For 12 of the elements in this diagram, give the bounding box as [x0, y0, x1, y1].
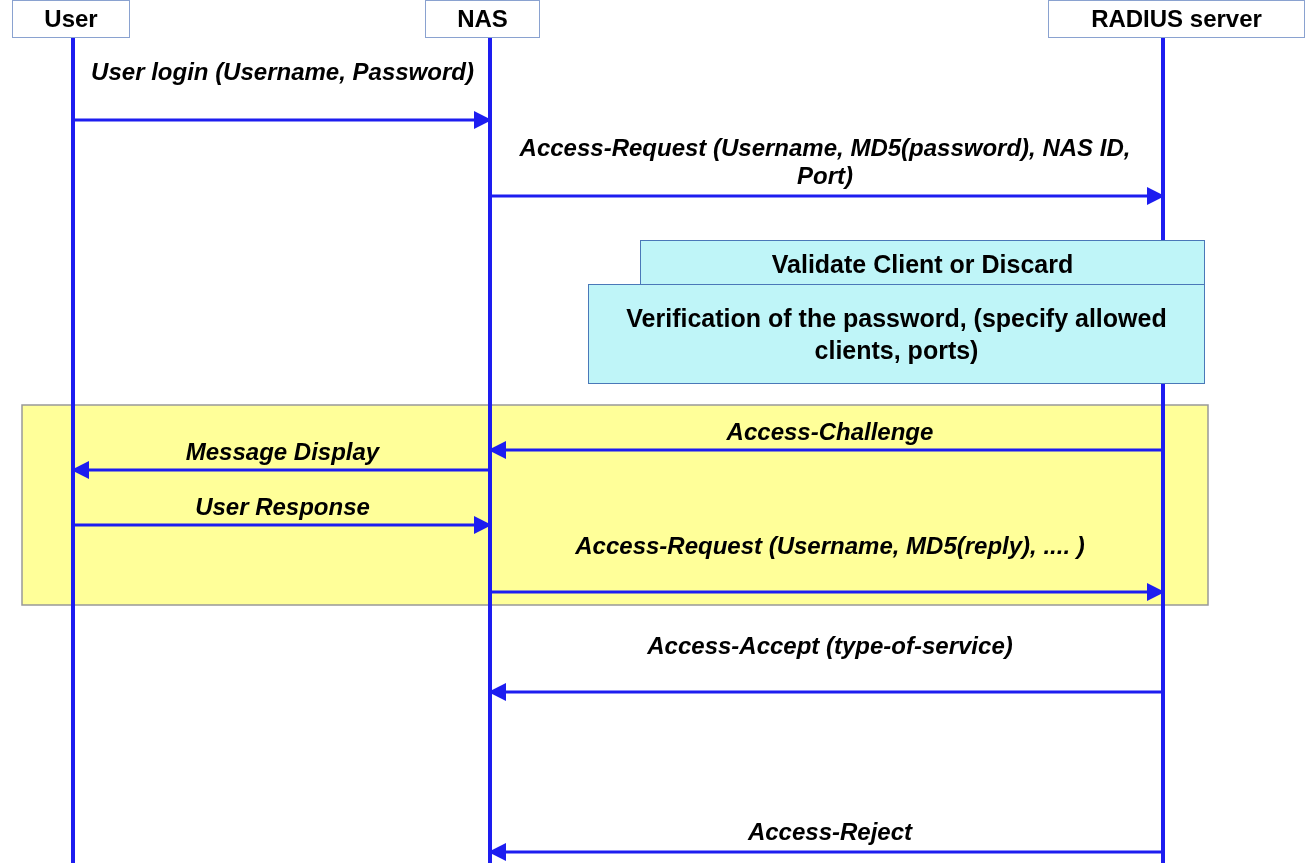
edge-label: Access-Reject: [746, 818, 914, 846]
edge-label: Access-Accept (type-of-service): [646, 632, 1014, 660]
edge-label: Access-Request (Username, MD5(reply), .... ): [574, 532, 1086, 560]
edge-label: Access-Challenge: [725, 418, 935, 446]
lifeline-header: User: [12, 0, 130, 38]
edge-label: Message Display: [184, 438, 381, 466]
edge-label: User Response: [194, 493, 371, 521]
process-box: Verification of the password, (specify allowed clients, ports): [588, 284, 1205, 384]
edge-label: User login (Username, Password): [90, 58, 475, 86]
lifeline-header: RADIUS server: [1048, 0, 1305, 38]
edge-label: Access-Request (Username, MD5(password), NAS ID, Port): [518, 134, 1132, 190]
lifeline-header: NAS: [425, 0, 540, 38]
